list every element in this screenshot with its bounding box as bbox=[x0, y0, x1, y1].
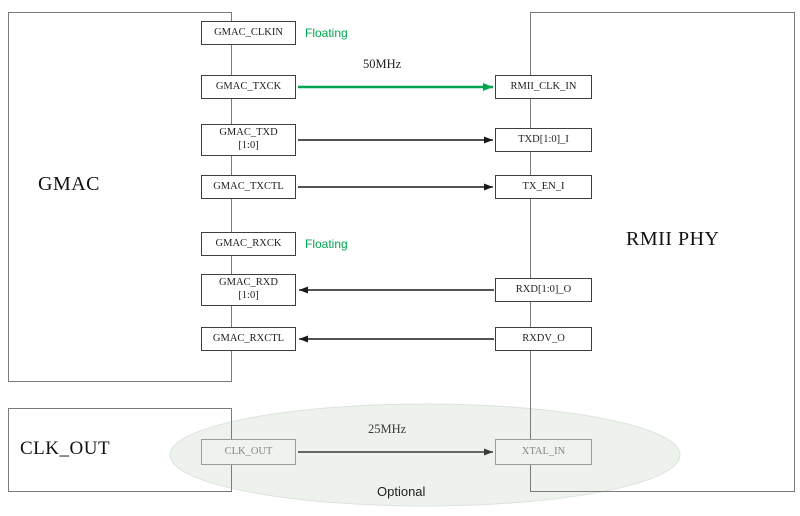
optional-label: Optional bbox=[377, 484, 426, 499]
rmii-phy-block-label: RMII PHY bbox=[626, 228, 720, 250]
port-clk-out: CLK_OUT bbox=[201, 439, 296, 465]
port-rmii-clk-in: RMII_CLK_IN bbox=[495, 75, 592, 99]
gmac-block-label: GMAC bbox=[38, 173, 101, 195]
floating-label-rxck: Floating bbox=[305, 237, 348, 251]
freq-label-25mhz: 25MHz bbox=[368, 422, 407, 436]
gmac-block bbox=[8, 12, 232, 382]
port-gmac-rxctl: GMAC_RXCTL bbox=[201, 327, 296, 351]
floating-label-clkin: Floating bbox=[305, 26, 348, 40]
port-gmac-txck: GMAC_TXCK bbox=[201, 75, 296, 99]
port-xtal-in: XTAL_IN bbox=[495, 439, 592, 465]
port-gmac-rxck: GMAC_RXCK bbox=[201, 232, 296, 256]
port-gmac-txd: GMAC_TXD [1:0] bbox=[201, 124, 296, 156]
port-rxd-o: RXD[1:0]_O bbox=[495, 278, 592, 302]
port-gmac-txctl: GMAC_TXCTL bbox=[201, 175, 296, 199]
freq-label-50mhz: 50MHz bbox=[363, 57, 402, 71]
port-gmac-rxd: GMAC_RXD [1:0] bbox=[201, 274, 296, 306]
port-txd-i: TXD[1:0]_I bbox=[495, 128, 592, 152]
port-rxdv-o: RXDV_O bbox=[495, 327, 592, 351]
port-gmac-clkin: GMAC_CLKIN bbox=[201, 21, 296, 45]
port-tx-en-i: TX_EN_I bbox=[495, 175, 592, 199]
clk-out-block-label: CLK_OUT bbox=[20, 438, 111, 459]
